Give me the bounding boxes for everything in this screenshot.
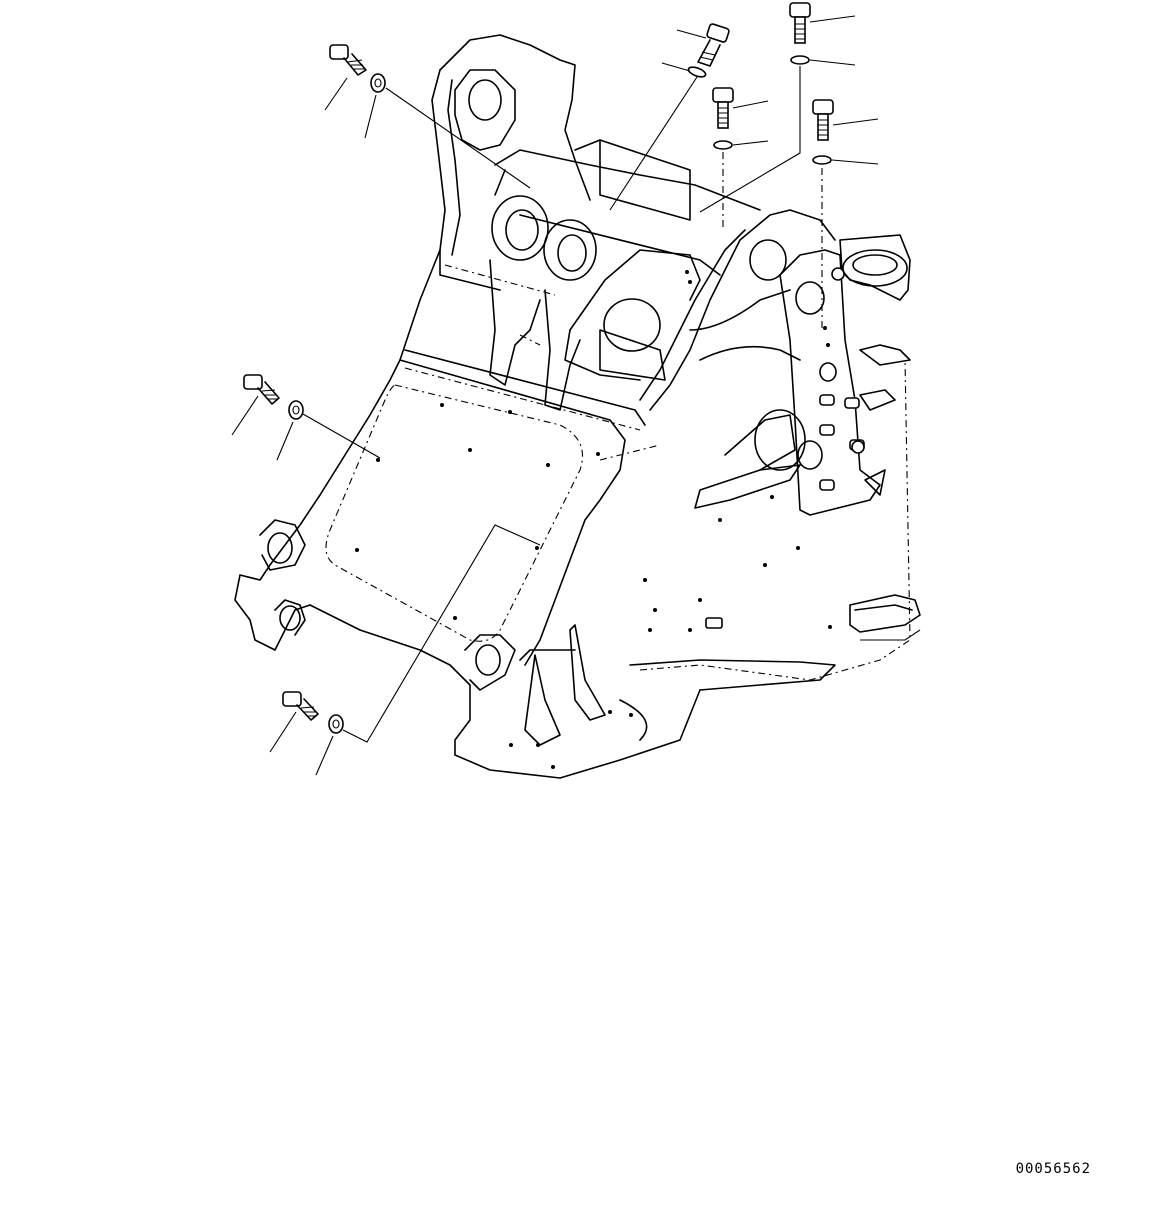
bolt-icon[interactable] xyxy=(789,2,856,44)
bolt-icon[interactable] xyxy=(269,691,319,753)
washer-icon[interactable] xyxy=(609,62,707,211)
drawing-id-label: 00056562 xyxy=(1015,1161,1091,1177)
bolt-icon[interactable] xyxy=(712,87,769,129)
washer-icon[interactable] xyxy=(699,55,856,213)
frame-outline xyxy=(234,34,921,779)
mounting-holes xyxy=(355,270,832,769)
pin-bores xyxy=(267,79,908,676)
washer-icon[interactable] xyxy=(812,155,879,330)
mast-bosses xyxy=(705,267,865,629)
washer-icon[interactable] xyxy=(364,73,531,189)
bolt-icon[interactable] xyxy=(812,99,879,141)
bolt-icon[interactable] xyxy=(676,23,730,67)
bolt-icon[interactable] xyxy=(324,44,367,111)
bolt-icon[interactable] xyxy=(231,374,280,436)
washer-icon[interactable] xyxy=(713,140,769,230)
washer-icon[interactable] xyxy=(315,524,541,776)
washer-icon[interactable] xyxy=(276,400,381,461)
